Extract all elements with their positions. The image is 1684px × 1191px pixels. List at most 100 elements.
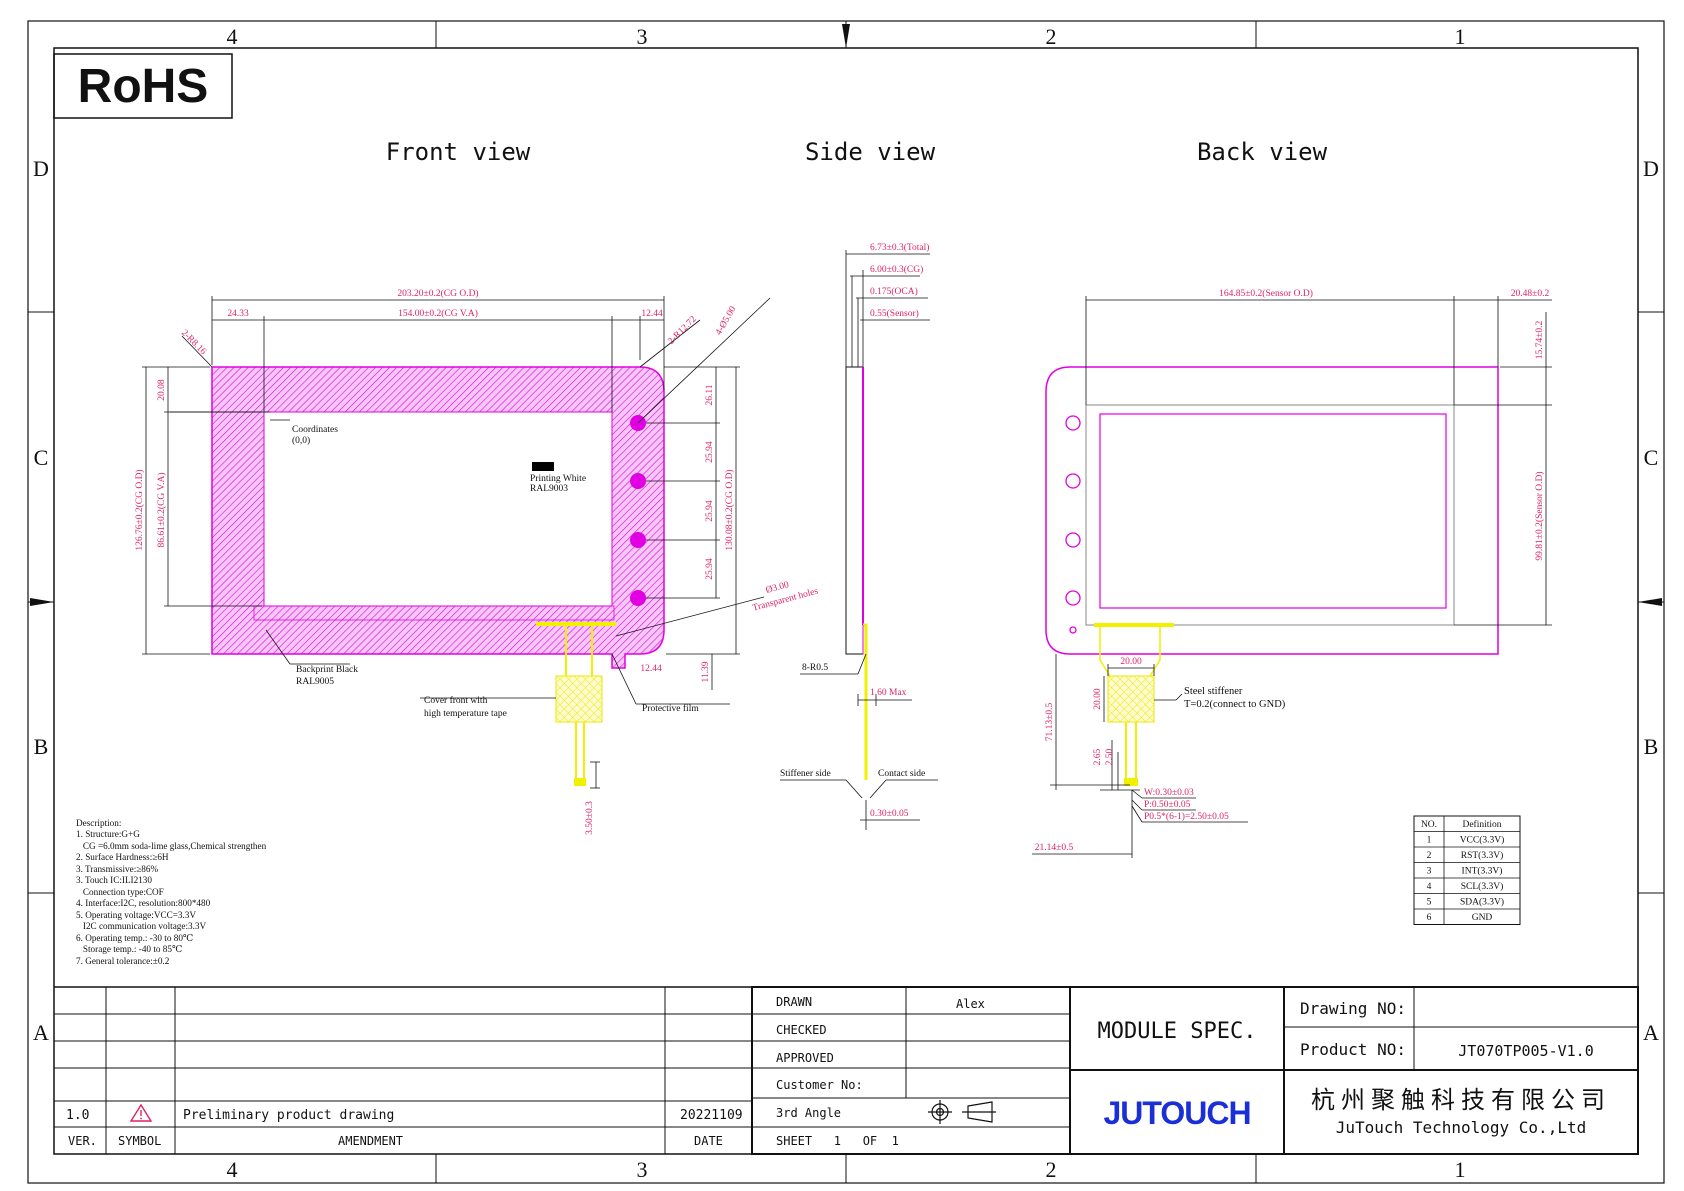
pin-table-border bbox=[1413, 815, 1521, 925]
drawing-no-label: Drawing NO: bbox=[1300, 999, 1406, 1018]
dim-side-sensor: 0.55(Sensor) bbox=[870, 308, 919, 319]
printing-white-mark bbox=[532, 462, 554, 471]
dim-back-sensor-width: 164.85±0.2(Sensor O.D) bbox=[1219, 288, 1313, 299]
zone-row-b: B bbox=[34, 734, 49, 759]
drawn-by: Alex bbox=[956, 997, 985, 1011]
front-view: 203.20±0.2(CG O.D) 154.00±0.2(CG V.A) 24… bbox=[134, 288, 820, 835]
product-no-value: JT070TP005-V1.0 bbox=[1458, 1042, 1593, 1060]
description-line: Storage temp.: -40 to 85℃ bbox=[76, 944, 182, 954]
zone-col-2: 2 bbox=[1046, 24, 1057, 49]
back-fpc-contacts bbox=[1124, 778, 1138, 786]
description-line: 2. Surface Hardness:≥6H bbox=[76, 852, 169, 862]
zone-row-c: C bbox=[34, 445, 49, 470]
pin-definition: INT(3.3V) bbox=[1462, 866, 1503, 877]
pin-header-no: NO. bbox=[1421, 820, 1437, 830]
front-viewing-area bbox=[263, 411, 613, 607]
company-name-cn: 杭州聚触科技有限公司 bbox=[1311, 1086, 1611, 1114]
dim-front-left-offset: 24.33 bbox=[227, 309, 249, 319]
dim-back-sensor-height: 99.81±0.2(Sensor O.D) bbox=[1534, 471, 1545, 560]
description-block: Description: 1. Structure:G+G CG =6.0mm … bbox=[76, 818, 267, 966]
dim-front-hole-pitch-1: 26.11 bbox=[705, 384, 715, 405]
spec-block bbox=[1069, 986, 1639, 1155]
description-line: Connection type:COF bbox=[76, 887, 164, 897]
center-marks bbox=[30, 24, 1662, 606]
pin-header-definition: Definition bbox=[1462, 819, 1501, 830]
zone-col-3: 3 bbox=[637, 24, 648, 49]
revision-table bbox=[54, 986, 752, 1154]
back-sensor-active bbox=[1099, 413, 1447, 609]
zone-row-a-right: A bbox=[1643, 1020, 1659, 1045]
dim-front-hole-pitch-2: 25.94 bbox=[705, 441, 715, 463]
side-bend-label: 8-R0.5 bbox=[802, 663, 828, 673]
back-fpc-ribbon bbox=[1099, 627, 1161, 677]
company-name-en: JuTouch Technology Co.,Ltd bbox=[1336, 1118, 1586, 1137]
description-line: 6. Operating temp.: -30 to 80℃ bbox=[76, 933, 193, 943]
back-glass-outline bbox=[1045, 366, 1499, 655]
dim-back-top-height: 15.74±0.2 bbox=[1535, 321, 1545, 360]
zone-row-d-right: D bbox=[1643, 156, 1659, 181]
side-view-title: Side view bbox=[805, 138, 936, 166]
description-line: 7. General tolerance:±0.2 bbox=[76, 956, 170, 966]
zone-row-d: D bbox=[33, 156, 49, 181]
dim-front-od-height-right: 130.08±0.2(CG O.D) bbox=[724, 469, 735, 550]
dim-back-stiff-height: 20.00 bbox=[1093, 688, 1103, 710]
back-fpc-stiffener bbox=[1107, 675, 1155, 723]
zone-row-a: A bbox=[33, 1020, 49, 1045]
front-fpc-ribbon bbox=[565, 626, 593, 778]
description-line: 4. Interface:I2C, resolution:800*480 bbox=[76, 898, 211, 908]
pin-number: 4 bbox=[1427, 882, 1432, 892]
dim-front-radius-1: 2-R8.16 bbox=[179, 328, 208, 357]
revision-date: 20221109 bbox=[680, 1108, 743, 1123]
dim-back-p: P:0.50±0.05 bbox=[1144, 800, 1191, 810]
steel-stiffener-thickness: T=0.2(connect to GND) bbox=[1184, 699, 1286, 710]
dim-front-right-bottom: 12.44 bbox=[640, 664, 662, 674]
back-sensor-outline bbox=[1085, 404, 1455, 626]
cover-tape-line2: high temperature tape bbox=[424, 709, 507, 719]
dim-front-holes: 4-Ø5.00 bbox=[714, 305, 738, 337]
pin-definition: GND bbox=[1472, 913, 1493, 923]
pin-number: 2 bbox=[1427, 851, 1432, 861]
backprint-ral: RAL9005 bbox=[296, 677, 334, 687]
side-glass bbox=[845, 366, 864, 655]
dim-back-right-width: 20.48±0.2 bbox=[1511, 289, 1550, 299]
description-line: Description: bbox=[76, 818, 121, 828]
product-no-label: Product NO: bbox=[1300, 1040, 1406, 1059]
revision-description: Preliminary product drawing bbox=[183, 1108, 394, 1123]
footer-amendment: AMENDMENT bbox=[338, 1134, 403, 1148]
dim-front-radius-2: 2-R12.72 bbox=[666, 314, 698, 346]
pin-definition: SDA(3.3V) bbox=[1460, 897, 1504, 908]
drawn-label: DRAWN bbox=[776, 995, 812, 1009]
zone-col-3-bottom: 3 bbox=[637, 1157, 648, 1182]
front-fpc-stiffener bbox=[555, 675, 603, 723]
dim-side-cg: 6.00±0.3(CG) bbox=[870, 264, 923, 275]
printing-white-label: Printing White bbox=[530, 474, 586, 484]
dim-front-right-offset: 12.44 bbox=[641, 309, 663, 319]
jutouch-logo: JUTOUCH bbox=[1103, 1095, 1250, 1131]
approved-label: APPROVED bbox=[776, 1051, 834, 1065]
sheet-label: SHEET 1 OF 1 bbox=[776, 1134, 899, 1148]
cover-tape-line1: Cover front with bbox=[424, 695, 488, 706]
footer-ver: VER. bbox=[68, 1134, 97, 1148]
dim-side-total: 6.73±0.3(Total) bbox=[870, 242, 929, 253]
front-fpc-contacts bbox=[574, 778, 586, 786]
warning-icon bbox=[129, 1103, 153, 1122]
backprint-label: Backprint Black bbox=[296, 665, 358, 675]
pin-definition: SCL(3.3V) bbox=[1461, 881, 1504, 892]
dim-front-transparent-size: Ø3.00 bbox=[765, 580, 791, 596]
description-line: I2C communication voltage:3.3V bbox=[76, 921, 206, 931]
zone-col-4: 4 bbox=[227, 24, 238, 49]
side-view: 6.73±0.3(Total) 6.00±0.3(CG) 0.175(OCA) … bbox=[780, 242, 938, 830]
back-view: 164.85±0.2(Sensor O.D) 20.48±0.2 15.74±0… bbox=[1032, 288, 1552, 858]
footer-date: DATE bbox=[694, 1134, 723, 1148]
steel-stiffener-label: Steel stiffener bbox=[1184, 686, 1243, 697]
dim-front-va-width: 154.00±0.2(CG V.A) bbox=[398, 308, 478, 319]
side-stiffener-label: Stiffener side bbox=[780, 768, 831, 779]
dim-back-fpc-length: 71.13±0.5 bbox=[1045, 703, 1055, 742]
rohs-box bbox=[53, 53, 233, 119]
dim-front-fpc: 3.50±0.3 bbox=[585, 801, 595, 835]
description-line: 1. Structure:G+G bbox=[76, 829, 140, 839]
dim-back-stiff-width: 20.00 bbox=[1120, 657, 1142, 667]
back-fpc-tail bbox=[1094, 623, 1174, 627]
